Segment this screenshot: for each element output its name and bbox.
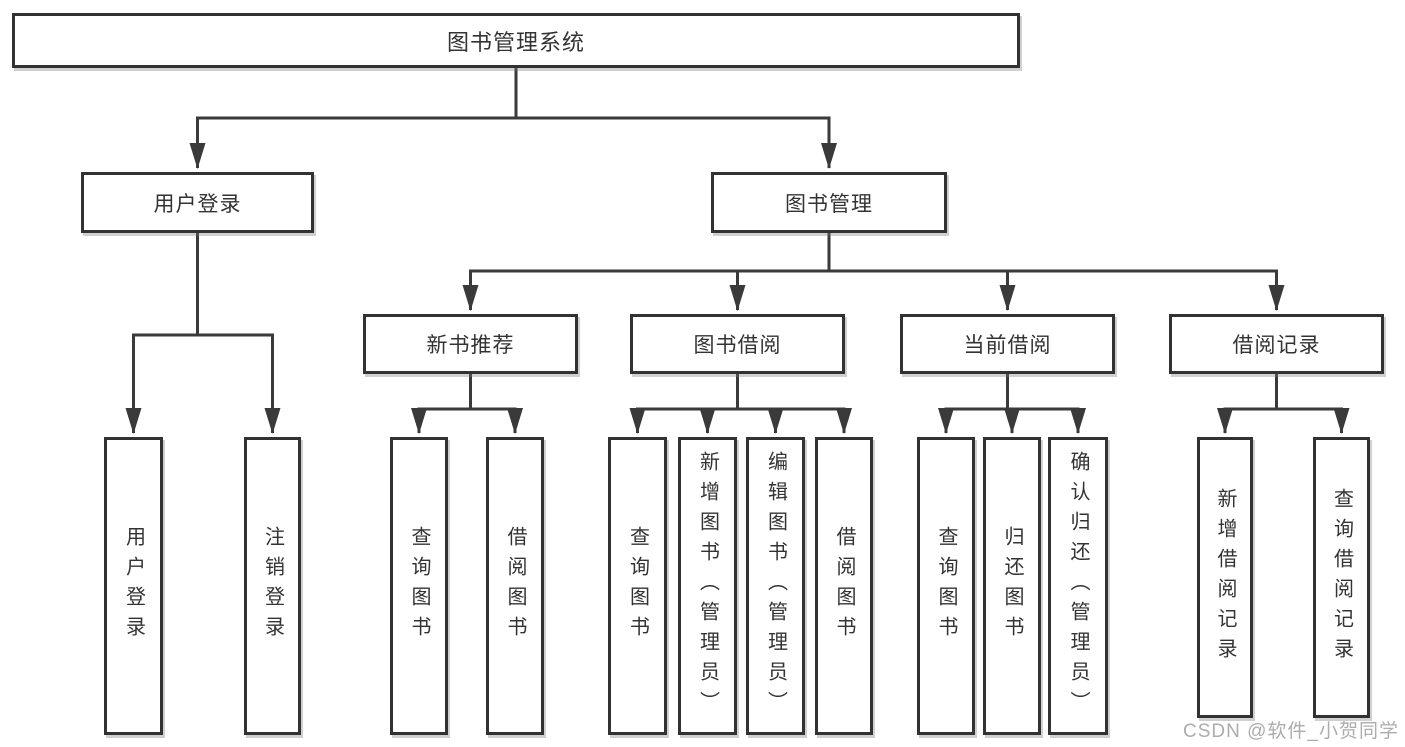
leaf-add-borrow-record: 新增借阅记录 — [1197, 437, 1253, 718]
node-current-borrow-label: 当前借阅 — [963, 334, 1052, 357]
leaf-confirm-return-admin: 确认归还（管理员） — [1048, 437, 1108, 735]
leaf-user-login: 用户登录 — [104, 437, 163, 735]
leaf-query-borrow-record-label: 查询借阅记录 — [1330, 487, 1353, 668]
leaf-return-books: 归还图书 — [983, 437, 1041, 735]
leaf-query-borrow-record: 查询借阅记录 — [1313, 437, 1370, 718]
leaf-logout-label: 注销登录 — [261, 526, 284, 646]
watermark: CSDN @软件_小贺同学 — [1183, 721, 1399, 742]
node-user-login-label: 用户登录 — [153, 192, 242, 216]
leaf-query-books-current: 查询图书 — [917, 437, 975, 735]
node-new-book-recommend-label: 新书推荐 — [426, 334, 515, 357]
leaf-borrow-books-recommend-label: 借阅图书 — [504, 526, 526, 646]
leaf-confirm-return-admin-label: 确认归还（管理员） — [1067, 451, 1089, 721]
leaf-user-login-label: 用户登录 — [122, 526, 145, 646]
leaf-query-books-borrow-label: 查询图书 — [626, 526, 649, 646]
node-new-book-recommend: 新书推荐 — [363, 314, 578, 374]
node-book-borrow: 图书借阅 — [630, 314, 845, 374]
node-book-management: 图书管理 — [711, 172, 947, 233]
leaf-query-books-recommend: 查询图书 — [390, 437, 448, 735]
leaf-borrow-books: 借阅图书 — [815, 437, 873, 735]
node-root-label: 图书管理系统 — [446, 29, 585, 55]
leaf-borrow-books-label: 借阅图书 — [833, 526, 855, 646]
leaf-edit-books-admin-label: 编辑图书（管理员） — [764, 451, 787, 721]
leaf-return-books-label: 归还图书 — [1001, 526, 1023, 646]
leaf-add-books-admin: 新增图书（管理员） — [678, 437, 737, 735]
node-book-borrow-label: 图书借阅 — [693, 334, 782, 357]
node-borrow-records-label: 借阅记录 — [1232, 334, 1321, 357]
leaf-add-books-admin-label: 新增图书（管理员） — [696, 451, 719, 721]
connector-book-management-to-groups — [462, 233, 1285, 311]
connector-book-borrow-to-leaves — [629, 374, 852, 434]
node-root: 图书管理系统 — [12, 13, 1020, 68]
node-user-login: 用户登录 — [81, 172, 314, 233]
node-book-management-label: 图书管理 — [785, 192, 873, 216]
connector-borrow-records-to-leaves — [1217, 374, 1350, 434]
leaf-edit-books-admin: 编辑图书（管理员） — [746, 437, 805, 735]
connector-user-login-to-leaves — [125, 233, 281, 434]
connector-root-to-level2 — [189, 68, 837, 169]
connector-current-borrow-to-leaves — [938, 374, 1086, 434]
leaf-borrow-books-recommend: 借阅图书 — [486, 437, 544, 735]
node-borrow-records: 借阅记录 — [1169, 314, 1384, 374]
leaf-query-books-recommend-label: 查询图书 — [408, 526, 430, 646]
node-current-borrow: 当前借阅 — [900, 314, 1115, 374]
leaf-query-books-current-label: 查询图书 — [935, 526, 957, 646]
leaf-add-borrow-record-label: 新增借阅记录 — [1214, 487, 1236, 668]
connector-new-book-recommend-to-leaves — [411, 374, 523, 434]
leaf-logout: 注销登录 — [244, 437, 301, 735]
leaf-query-books-borrow: 查询图书 — [608, 437, 667, 735]
